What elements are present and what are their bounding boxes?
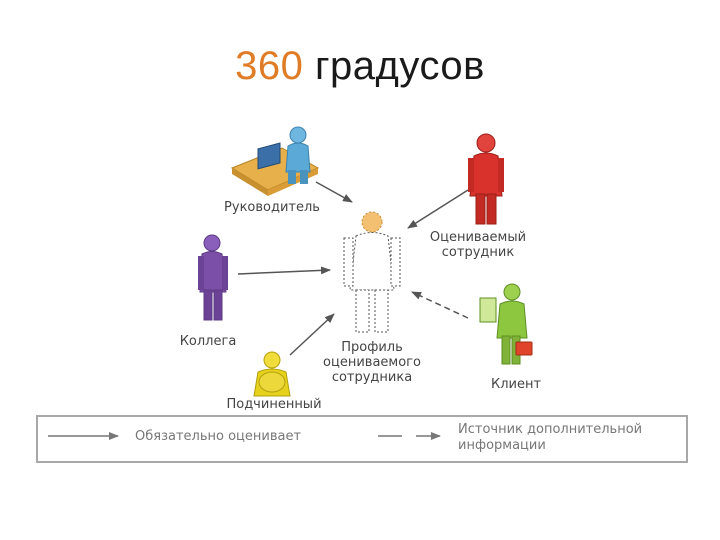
colleague-label: Коллега <box>179 334 237 349</box>
self-label: Оцениваемый сотрудник <box>429 230 527 260</box>
legend-mandatory-label: Обязательно оценивает <box>135 429 302 444</box>
arrow-manager-to-profile <box>315 181 353 203</box>
manager-figure <box>230 126 320 196</box>
client-label: Клиент <box>490 377 542 392</box>
legend-box: Обязательно оценивает Источник дополните… <box>36 415 688 463</box>
subordinate-label: Подчиненный <box>226 397 322 412</box>
arrow-colleague-to-profile <box>237 266 331 275</box>
arrow-subordinate-to-profile <box>289 313 335 356</box>
self-figure <box>468 133 504 225</box>
subordinate-figure <box>253 351 291 397</box>
page-title: 360 градусов <box>0 44 720 89</box>
colleague-figure <box>198 234 228 321</box>
title-number: 360 <box>235 44 304 88</box>
profile-label: Профиль оцениваемого сотрудника <box>323 340 421 385</box>
title-text: градусов <box>314 44 485 88</box>
client-figure <box>479 283 533 365</box>
profile-figure <box>343 211 401 333</box>
legend-additional-label: Источник дополнительной информации <box>458 422 643 453</box>
arrow-self-to-profile <box>407 189 469 229</box>
manager-label: Руководитель <box>224 200 320 215</box>
arrow-client-to-profile <box>411 291 469 319</box>
